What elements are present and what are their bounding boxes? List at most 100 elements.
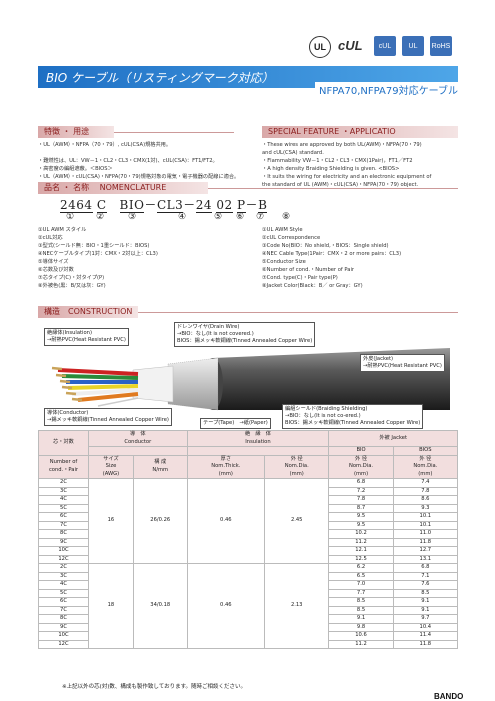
- callout-tape: テープ(Tape) →紙(Paper): [200, 418, 271, 429]
- callout-insulation: 絶縁体(Insulation) →耐熱PVC(Heat Resistant PV…: [44, 328, 129, 346]
- num-7: ⑦: [256, 212, 265, 222]
- table-cell: 4C: [38, 580, 89, 590]
- table-cell: 12C: [38, 554, 89, 564]
- num-8: ⑧: [282, 212, 291, 222]
- braid-shape: [168, 358, 218, 410]
- cul-badge: cUL: [374, 36, 396, 56]
- table-cell: 10C: [38, 546, 89, 556]
- table-cell: 9.1: [392, 597, 459, 607]
- ul-logo: UL: [309, 36, 331, 58]
- table-cell: 11.2: [328, 537, 394, 547]
- nom-en-5: ⑤Conductor Size: [262, 259, 306, 265]
- nom-jp-4: ④NECケーブルタイプ(1対：CMX・2対以上：CL3): [38, 251, 158, 257]
- table-cell: 5C: [38, 588, 89, 598]
- table-cell: 8C: [38, 614, 89, 624]
- table-cell: 2.45: [264, 478, 330, 564]
- feature-en-3: ・Flammability VW－1・CL2・CL3・CMX(1Pair)，FT…: [262, 158, 413, 164]
- table-cell: 12.7: [392, 546, 459, 556]
- table-cell: 0.46: [186, 563, 266, 649]
- num-5: ⑤: [214, 212, 223, 222]
- table-cell: 8C: [38, 529, 89, 539]
- num-2: ②: [96, 212, 105, 222]
- nom-en-2: ②cUL Correspondence: [262, 235, 321, 241]
- table-cell: 11.2: [328, 639, 394, 649]
- table-cell: 34/0.18: [132, 563, 188, 649]
- table-cell: 11.8: [392, 639, 459, 649]
- feature-jp-3: ・高密度の編組遮蔽。＜BIOS＞: [38, 166, 113, 172]
- table-cell: 11.0: [392, 529, 459, 539]
- table-cell: 9.3: [392, 503, 459, 513]
- table-cell: 12C: [38, 639, 89, 649]
- cul-logo: cUL: [338, 38, 363, 53]
- divider: [114, 132, 234, 133]
- table-cell: 7.6: [392, 580, 459, 590]
- table-cell: 6.5: [328, 571, 394, 581]
- num-4: ④: [178, 212, 187, 222]
- table-cell: 8.6: [392, 495, 459, 505]
- table-cell: 6.8: [328, 478, 394, 488]
- page-subtitle: NFPA70,NFPA79対応ケーブル: [315, 82, 458, 97]
- product-code: 2464 C BIO－CL3－24 02 P－B: [60, 198, 268, 213]
- table-cell: 6.2: [328, 563, 394, 573]
- code-color: B: [258, 198, 268, 213]
- nom-en-1: ①UL AWM Style: [262, 227, 303, 233]
- feature-en-6: the standard of UL (AWM)・cUL(CSA)・NFPA(7…: [262, 182, 419, 188]
- feature-jp-2: ・難燃性は、UL：VW－1・CL2・CL3・CMX(1対)、cUL(CSA)：F…: [38, 158, 218, 164]
- table-cell: 10.1: [392, 520, 459, 530]
- num-6: ⑥: [236, 212, 245, 222]
- table-cell: 10.4: [392, 622, 459, 632]
- rohs-badge: RoHS: [430, 36, 452, 56]
- table-cell: 2C: [38, 478, 89, 488]
- table-cell: 7.0: [328, 580, 394, 590]
- brand-logo: BANDO: [434, 692, 464, 701]
- feature-jp-4: ・UL（AWM）・cUL(CSA)・NFPA(70・79)規格対象の電気・電子機…: [38, 174, 240, 180]
- table-cell: 9C: [38, 622, 89, 632]
- feature-en-1: ・These wires are approved by both UL(AWM…: [262, 142, 422, 148]
- features-header-en: SPECIAL FEATURE ・APPLICATIO: [262, 126, 458, 138]
- nom-en-4: ④NEC Cable Type(1Pair：CMX・2 or more pair…: [262, 251, 402, 257]
- nom-jp-8: ⑧外被色(黒：B/又は灰：GY): [38, 283, 106, 289]
- tape-shape: [132, 365, 174, 403]
- code-type: BIO: [119, 198, 145, 213]
- table-cell: 8.5: [328, 597, 394, 607]
- table-cell: 18: [88, 563, 134, 649]
- table-cell: 8.7: [328, 503, 394, 513]
- table-cell: 9.1: [392, 605, 459, 615]
- divider: [208, 188, 458, 189]
- table-cell: 2.13: [264, 563, 330, 649]
- table-cell: 9.5: [328, 520, 394, 530]
- page-title: BIO ケーブル（リスティングマーク対応）: [46, 71, 274, 85]
- table-cell: 7.7: [328, 588, 394, 598]
- table-cell: 7.8: [328, 495, 394, 505]
- table-cell: 2C: [38, 563, 89, 573]
- table-cell: 9.1: [328, 614, 394, 624]
- table-cell: 7.1: [392, 571, 459, 581]
- table-cell: 7.2: [328, 486, 394, 496]
- nom-jp-3: ③型式(シールド無：BIO・1重シールド：BIOS): [38, 243, 150, 249]
- table-cell: 8.5: [392, 588, 459, 598]
- nom-en-7: ⑦Cond. type(C)・Pair type(P): [262, 275, 338, 281]
- nom-jp-2: ②cUL対応: [38, 235, 63, 241]
- nom-en-8: ⑧Jacket Color(Black：B／ or Gray：GY): [262, 283, 363, 289]
- table-cell: 9.7: [392, 614, 459, 624]
- nom-en-3: ③Code No(BIO：No shield,・BIOS：Single shie…: [262, 243, 389, 249]
- code-nec: CL3: [156, 198, 184, 213]
- table-cell: 11.8: [392, 537, 459, 547]
- nomenclature-header: 品名 ・ 名称 NOMENCLATURE: [38, 182, 208, 194]
- table-cell: 7C: [38, 605, 89, 615]
- ul-badge: UL: [402, 36, 424, 56]
- table-cell: 11.4: [392, 631, 459, 641]
- num-3: ③: [128, 212, 137, 222]
- table-cell: 5C: [38, 503, 89, 513]
- table-cell: 7.8: [392, 486, 459, 496]
- table-cell: 12.5: [328, 554, 394, 564]
